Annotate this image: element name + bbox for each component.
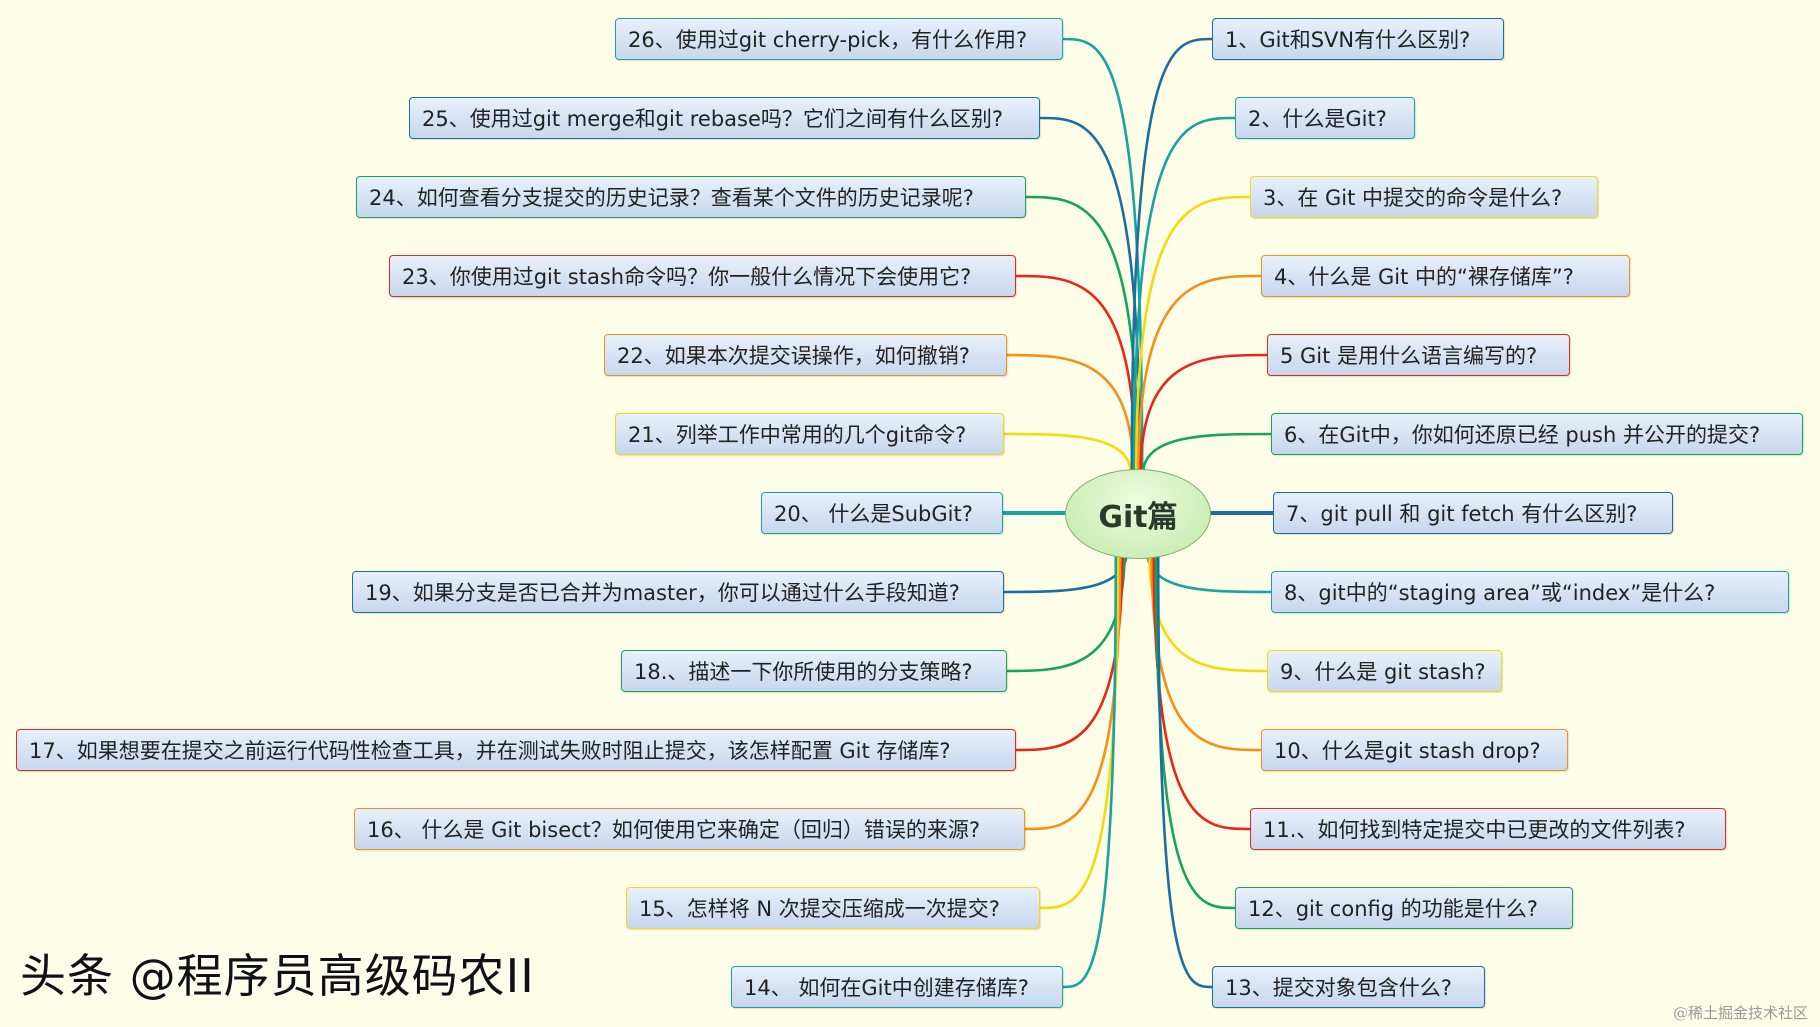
topic-label: 14、 如何在Git中创建存储库?	[744, 976, 1029, 1000]
left-branch-6	[1003, 432, 1133, 476]
topic-label: 7、git pull 和 git fetch 有什么区别?	[1286, 502, 1638, 526]
left-topic-7[interactable]: 20、 什么是SubGit?	[761, 492, 1003, 534]
left-topic-10[interactable]: 17、如果想要在提交之前运行代码性检查工具，并在测试失败时阻止提交，该怎样配置 …	[16, 729, 1016, 771]
right-branch-2	[1132, 116, 1236, 476]
root-topic-label: Git篇	[1098, 500, 1178, 535]
left-branch-13	[1062, 550, 1118, 989]
left-branch-12	[1039, 550, 1120, 910]
left-topic-2[interactable]: 25、使用过git merge和git rebase吗？它们之间有什么区别?	[409, 97, 1040, 139]
right-topic-2[interactable]: 2、什么是Git?	[1235, 97, 1415, 139]
right-topic-6[interactable]: 6、在Git中，你如何还原已经 push 并公开的提交?	[1271, 413, 1803, 455]
right-branch-12	[1154, 550, 1236, 910]
left-branch-4	[1015, 274, 1137, 476]
topic-label: 18.、描述一下你所使用的分支策略?	[634, 660, 973, 684]
topic-label: 23、你使用过git stash命令吗？你一般什么情况下会使用它?	[402, 265, 972, 289]
topic-label: 6、在Git中，你如何还原已经 push 并公开的提交?	[1284, 423, 1761, 447]
right-topic-9[interactable]: 9、什么是 git stash?	[1267, 650, 1502, 692]
left-topic-5[interactable]: 22、如果本次提交误操作，如何撤销?	[604, 334, 1007, 376]
left-branch-8	[1003, 550, 1129, 594]
watermark-source: @稀土掘金技术社区	[1672, 1004, 1808, 1022]
topic-label: 19、如果分支是否已合并为master，你可以通过什么手段知道?	[365, 581, 960, 605]
right-topic-4[interactable]: 4、什么是 Git 中的“裸存储库”?	[1261, 255, 1630, 297]
topic-label: 22、如果本次提交误操作，如何撤销?	[617, 344, 970, 368]
topic-label: 21、列举工作中常用的几个git命令?	[628, 423, 967, 447]
left-branch-9	[1006, 550, 1126, 673]
topic-label: 24、如何查看分支提交的历史记录？查看某个文件的历史记录呢?	[369, 186, 974, 210]
left-branch-5	[1006, 353, 1135, 476]
topic-label: 8、git中的“staging area”或“index”是什么?	[1284, 581, 1716, 605]
left-branch-1	[1062, 37, 1144, 476]
right-topic-13[interactable]: 13、提交对象包含什么?	[1212, 966, 1485, 1008]
left-topic-4[interactable]: 23、你使用过git stash命令吗？你一般什么情况下会使用它?	[389, 255, 1016, 297]
topic-label: 16、 什么是 Git bisect？如何使用它来确定（回归）错误的来源?	[367, 818, 981, 842]
watermark: 头条 @程序员高级码农II	[20, 949, 535, 1003]
left-topic-12[interactable]: 15、怎样将 N 次提交压缩成一次提交?	[626, 887, 1040, 929]
right-branch-4	[1137, 274, 1262, 476]
right-branch-6	[1141, 432, 1272, 476]
topic-label: 11.、如何找到特定提交中已更改的文件列表?	[1263, 818, 1686, 842]
topic-label: 3、在 Git 中提交的命令是什么?	[1263, 186, 1563, 210]
right-branch-13	[1156, 550, 1213, 989]
left-topic-6[interactable]: 21、列举工作中常用的几个git命令?	[615, 413, 1004, 455]
topic-label: 13、提交对象包含什么?	[1225, 976, 1452, 1000]
topic-label: 26、使用过git cherry-pick，有什么作用?	[628, 28, 1028, 52]
right-topic-8[interactable]: 8、git中的“staging area”或“index”是什么?	[1271, 571, 1789, 613]
topic-label: 4、什么是 Git 中的“裸存储库”?	[1274, 265, 1574, 289]
right-branch-5	[1139, 353, 1268, 476]
left-topic-11[interactable]: 16、 什么是 Git bisect？如何使用它来确定（回归）错误的来源?	[354, 808, 1025, 850]
left-topic-13[interactable]: 14、 如何在Git中创建存储库?	[731, 966, 1063, 1008]
topic-label: 2、什么是Git?	[1248, 107, 1387, 131]
topic-label: 1、Git和SVN有什么区别?	[1225, 28, 1471, 52]
right-topic-10[interactable]: 10、什么是git stash drop?	[1261, 729, 1568, 771]
right-topic-1[interactable]: 1、Git和SVN有什么区别?	[1212, 18, 1504, 60]
right-topic-5[interactable]: 5 Git 是用什么语言编写的?	[1267, 334, 1570, 376]
right-topic-12[interactable]: 12、git config 的功能是什么?	[1235, 887, 1573, 929]
right-branch-8	[1145, 550, 1272, 594]
right-branch-3	[1134, 195, 1251, 476]
topic-label: 12、git config 的功能是什么?	[1248, 897, 1538, 921]
topic-label: 9、什么是 git stash?	[1280, 660, 1486, 684]
topic-label: 5 Git 是用什么语言编写的?	[1280, 344, 1538, 368]
topic-label: 17、如果想要在提交之前运行代码性检查工具，并在测试失败时阻止提交，该怎样配置 …	[29, 739, 951, 763]
left-topic-8[interactable]: 19、如果分支是否已合并为master，你可以通过什么手段知道?	[352, 571, 1004, 613]
root-topic[interactable]: Git篇	[1065, 469, 1211, 559]
right-topic-11[interactable]: 11.、如何找到特定提交中已更改的文件列表?	[1250, 808, 1726, 850]
topic-label: 15、怎样将 N 次提交压缩成一次提交?	[639, 897, 1000, 921]
right-topic-7[interactable]: 7、git pull 和 git fetch 有什么区别?	[1273, 492, 1673, 534]
topic-label: 20、 什么是SubGit?	[774, 502, 973, 526]
topic-label: 10、什么是git stash drop?	[1274, 739, 1541, 763]
left-topic-1[interactable]: 26、使用过git cherry-pick，有什么作用?	[615, 18, 1063, 60]
left-topic-3[interactable]: 24、如何查看分支提交的历史记录？查看某个文件的历史记录呢?	[356, 176, 1026, 218]
topic-label: 25、使用过git merge和git rebase吗？它们之间有什么区别?	[422, 107, 1004, 131]
right-branch-9	[1148, 550, 1268, 673]
right-topic-3[interactable]: 3、在 Git 中提交的命令是什么?	[1250, 176, 1598, 218]
left-topic-9[interactable]: 18.、描述一下你所使用的分支策略?	[621, 650, 1007, 692]
right-branch-1	[1130, 37, 1213, 476]
